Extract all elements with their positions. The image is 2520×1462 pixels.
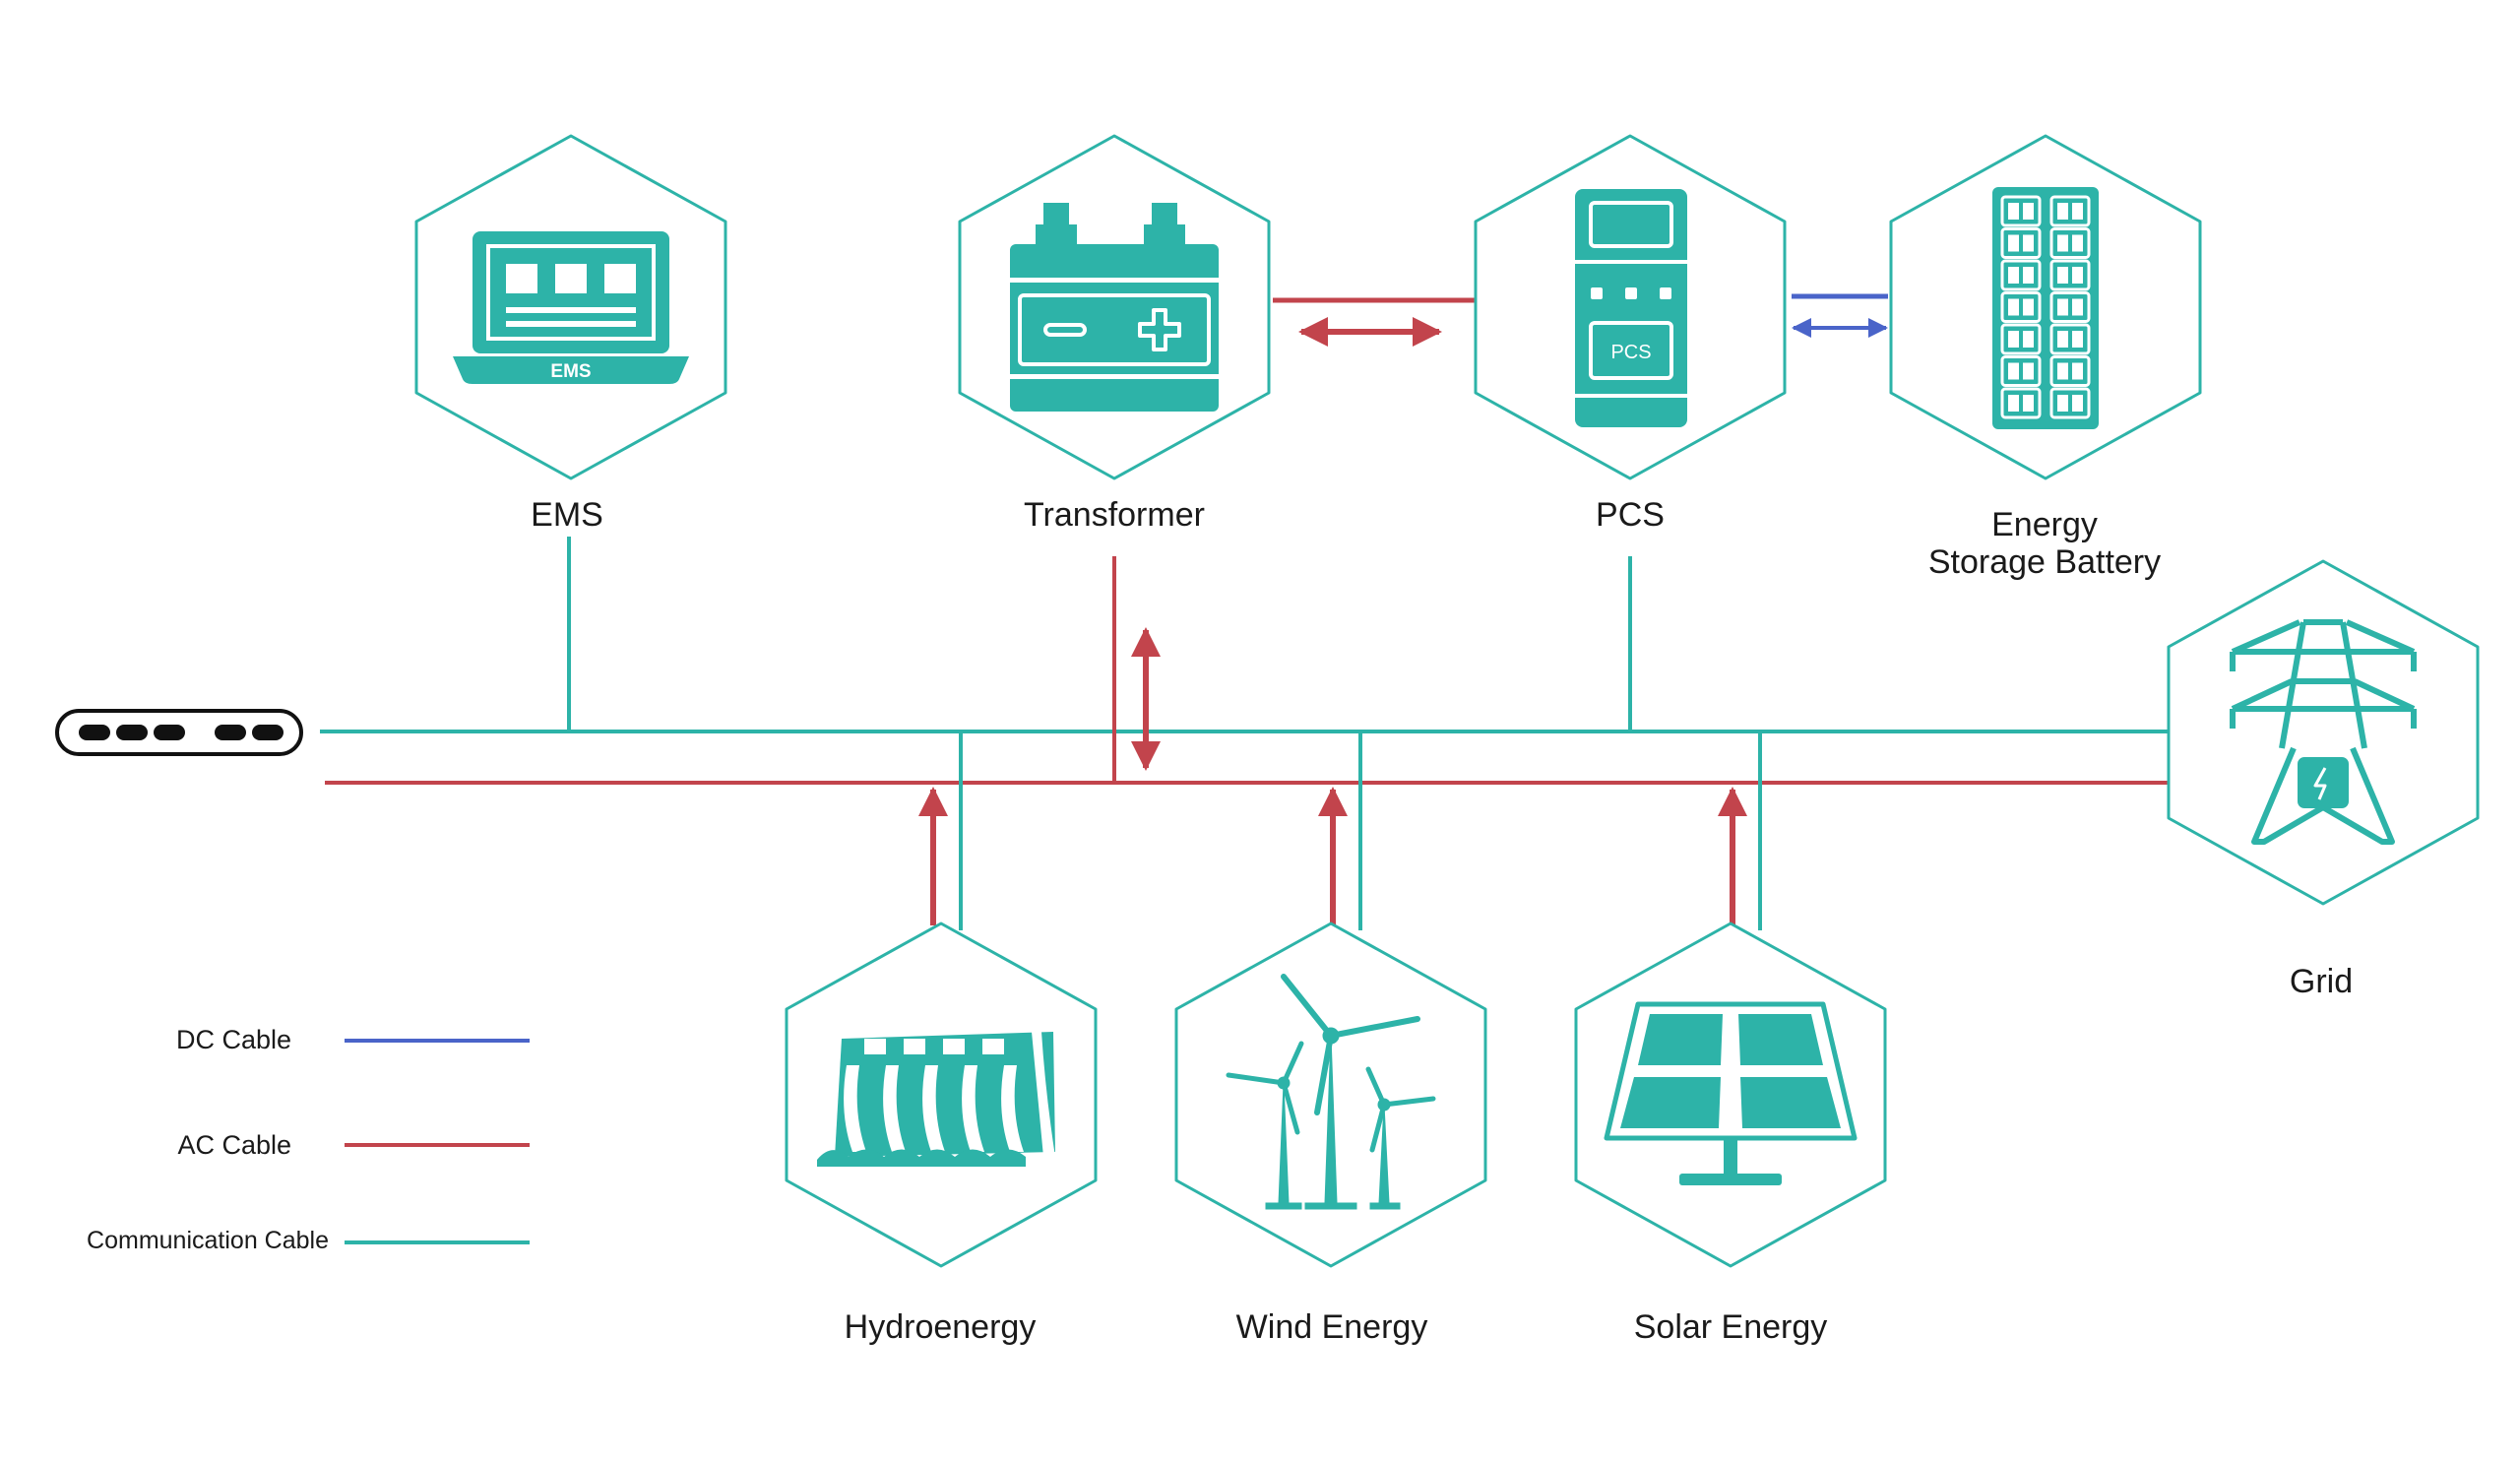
battery-cell [2049, 259, 2091, 291]
battery-cell-block [2023, 331, 2034, 348]
battery-cell-block [2023, 362, 2034, 380]
battery-cell [2000, 259, 2042, 291]
grid-label: Grid [2289, 963, 2354, 1000]
battery-cell [2049, 323, 2091, 355]
battery-cell-block [2072, 331, 2083, 348]
battery-cell-block [2057, 298, 2068, 316]
ac-cable-legend-label: AC Cable [177, 1130, 291, 1160]
battery-cell-block [2008, 298, 2019, 316]
battery-cell-block [2023, 267, 2034, 284]
battery-cell-block [2008, 203, 2019, 220]
battery-cell-block [2023, 395, 2034, 412]
battery-cell-block [2072, 234, 2083, 252]
battery-rack-cells [2000, 195, 2091, 419]
battery-cell-block [2008, 267, 2019, 284]
battery-cell-block [2057, 395, 2068, 412]
hydro-node [785, 922, 1098, 1268]
solar-panel-icon [1604, 1001, 1858, 1185]
battery-rack-icon [1992, 187, 2099, 429]
battery-cell [2049, 355, 2091, 387]
grid-node [2167, 559, 2480, 906]
laptop-icon-text: EMS [550, 361, 591, 382]
transformer-node [958, 134, 1271, 480]
battery-cell [2049, 227, 2091, 259]
battery-label-line1: Energy [1991, 506, 2098, 543]
battery-cell [2049, 291, 2091, 323]
battery-cell-block [2057, 267, 2068, 284]
battery-cell [2049, 387, 2091, 419]
wind-node [1174, 922, 1487, 1268]
pcs-label: PCS [1596, 496, 1665, 534]
solar-node [1574, 922, 1887, 1268]
battery-cell [2049, 195, 2091, 227]
battery-icon [1010, 203, 1219, 412]
battery-cell-block [2057, 234, 2068, 252]
dam-icon [817, 1032, 1055, 1167]
battery-cell-block [2008, 362, 2019, 380]
battery-cell-block [2072, 203, 2083, 220]
battery-cell-block [2008, 395, 2019, 412]
battery-cell-block [2072, 362, 2083, 380]
battery-cell [2000, 387, 2042, 419]
battery-cell-block [2023, 298, 2034, 316]
battery-cell-block [2023, 234, 2034, 252]
battery-cell-block [2072, 395, 2083, 412]
ems-node: EMS [414, 134, 727, 480]
battery-cell-block [2057, 362, 2068, 380]
hydro-label: Hydroenergy [844, 1308, 1037, 1346]
battery-cell-block [2023, 203, 2034, 220]
battery-cell [2000, 227, 2042, 259]
battery-cell [2000, 323, 2042, 355]
battery-cell-block [2057, 331, 2068, 348]
pcs-cabinet-icon-text: PCS [1610, 342, 1651, 363]
battery-cell [2000, 291, 2042, 323]
ems-label: EMS [531, 496, 603, 534]
pcs-node: PCS [1474, 134, 1787, 480]
battery-cell [2000, 355, 2042, 387]
battery-cell-block [2008, 234, 2019, 252]
battery-label-line2: Storage Battery [1927, 543, 2162, 581]
battery-cell-block [2072, 298, 2083, 316]
battery-cell-block [2057, 203, 2068, 220]
wind-label: Wind Energy [1235, 1308, 1428, 1346]
dc-cable-legend-label: DC Cable [175, 1025, 291, 1054]
pcs-cabinet-icon: PCS [1575, 189, 1687, 427]
battery-cell [2000, 195, 2042, 227]
battery-cell-block [2008, 331, 2019, 348]
laptop-icon: EMS [453, 231, 689, 384]
solar-label: Solar Energy [1633, 1308, 1828, 1346]
transformer-label: Transformer [1024, 496, 1205, 534]
comm-cable-legend-label: Communication Cable [87, 1227, 329, 1254]
connector-plug-icon [55, 709, 303, 756]
battery-cell-block [2072, 267, 2083, 284]
wind-turbine-icon [1226, 974, 1436, 1210]
power-tower-icon [2230, 619, 2417, 845]
battery-node [1889, 134, 2202, 480]
